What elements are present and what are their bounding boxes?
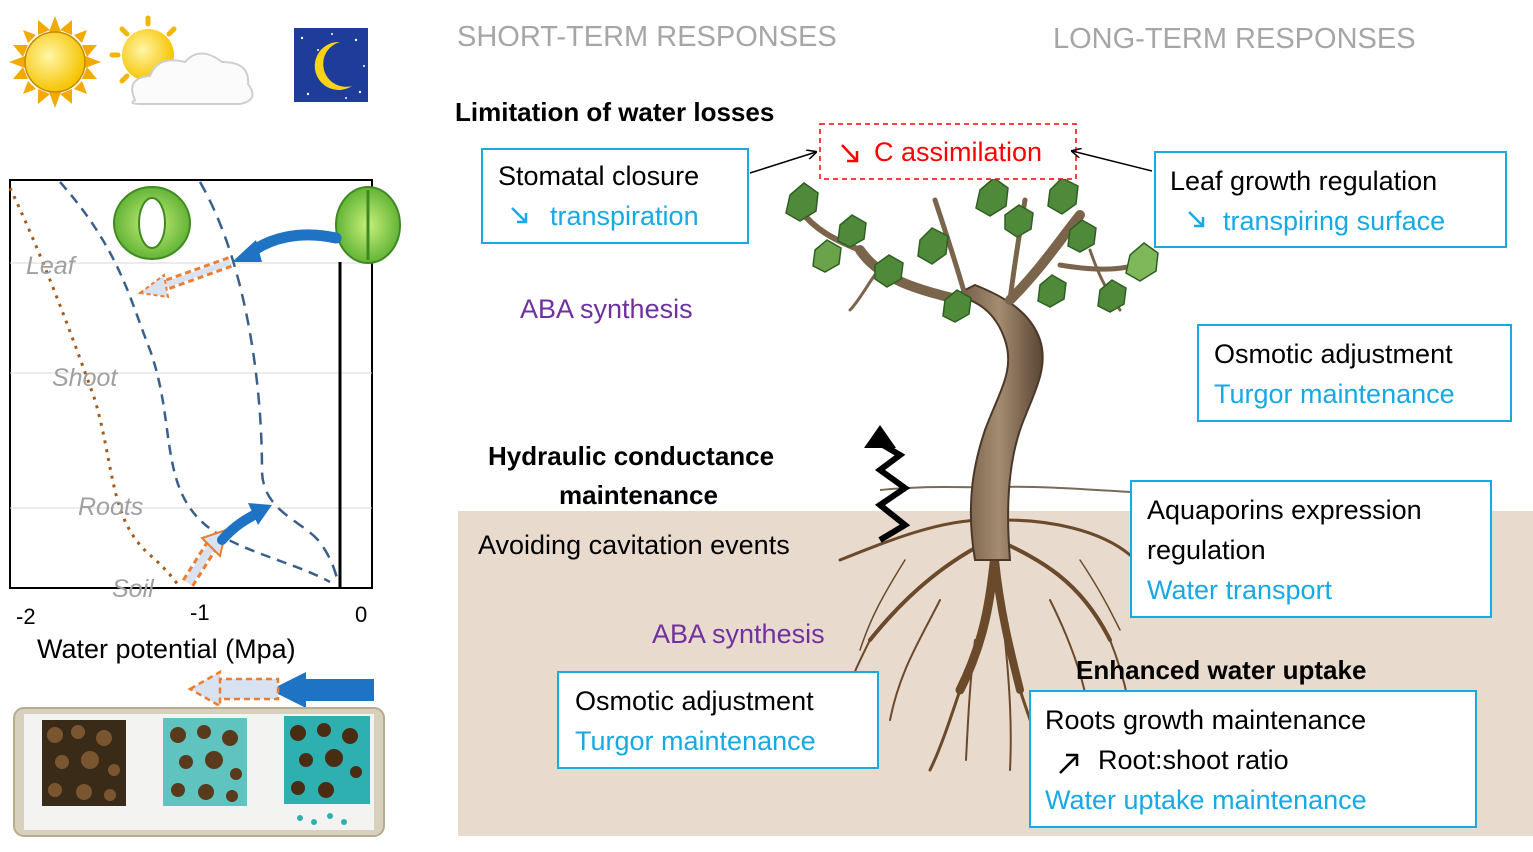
blue-arrow-leaf-head [232, 240, 262, 262]
arrow-leaf-growth-to-c [1072, 151, 1153, 172]
osmotic-adjustment-root-box [557, 671, 879, 769]
blue-arrow-roots-head [248, 503, 272, 525]
level-shoot-label: Shoot [52, 364, 118, 392]
osmotic-adjustment-leaf-label: Osmotic adjustment [1214, 339, 1453, 369]
avoiding-cavitation-label: Avoiding cavitation events [478, 530, 790, 560]
c-assimilation-label: C assimilation [874, 137, 1042, 167]
long-term-header: LONG-TERM RESPONSES [1053, 23, 1416, 55]
osmotic-adjustment-root-label: Osmotic adjustment [575, 686, 814, 716]
turgor-maintenance-root-label: Turgor maintenance [575, 726, 816, 756]
chart-frame [9, 179, 373, 589]
orange-arrow-soil-shaft [214, 677, 280, 701]
enhanced-uptake-title: Enhanced water uptake [1076, 655, 1366, 685]
dashed-curve-mid [59, 181, 331, 584]
decrease-arrow-icon [511, 207, 528, 224]
zigzag-arrow-icon [864, 425, 911, 543]
aba-synthesis-root: ABA synthesis [652, 619, 825, 649]
sun-icon [9, 16, 101, 108]
grapevine-illustration [785, 177, 1159, 772]
dotted-curve-dry [8, 187, 182, 589]
roots-growth-box [1029, 690, 1477, 828]
transpiring-surface-label: transpiring surface [1223, 206, 1445, 236]
orange-arrow-leaf-head [137, 273, 170, 299]
leaf-growth-box [1154, 151, 1507, 248]
soil-samples-icon [13, 707, 385, 837]
water-transport-label: Water transport [1147, 575, 1333, 605]
orange-arrow-leaf-inner [158, 259, 232, 290]
level-roots-label: Roots [78, 493, 143, 521]
stomata-closed-icon [335, 186, 401, 264]
blue-arrow-leaf [244, 229, 342, 259]
aquaporins-label-line2: regulation [1147, 535, 1266, 565]
aba-synthesis-leaf: ABA synthesis [520, 294, 693, 324]
aquaporins-box [1130, 480, 1492, 618]
limitation-title: Limitation of water losses [455, 97, 774, 127]
hydraulic-title-line2: maintenance [559, 480, 718, 510]
water-uptake-maintenance-label: Water uptake maintenance [1045, 785, 1367, 815]
blue-arrow-soil-shaft [300, 679, 374, 701]
orange-arrow-soil-head [187, 669, 222, 709]
sun-cloud-icon [109, 15, 254, 105]
blue-arrow-soil-head [270, 672, 306, 708]
leaf-growth-label: Leaf growth regulation [1170, 166, 1437, 196]
stomatal-closure-label: Stomatal closure [498, 161, 699, 191]
decrease-arrow-red-icon [841, 144, 859, 163]
transpiration-label: transpiration [550, 201, 699, 231]
stomata-open-icon [113, 186, 191, 260]
level-soil-label: Soil [112, 575, 155, 603]
water-potential-chart: Leaf Shoot Roots Soil -2 -1 0 Water pote… [8, 179, 373, 664]
osmotic-adjustment-leaf-box [1197, 324, 1512, 422]
roots-growth-label: Roots growth maintenance [1045, 705, 1366, 735]
x-tick-minus-1: -1 [190, 600, 210, 625]
dashed-curve-wet [198, 181, 340, 583]
x-tick-zero: 0 [355, 602, 367, 627]
x-tick-minus-2: -2 [16, 604, 36, 629]
short-term-header: SHORT-TERM RESPONSES [457, 21, 837, 53]
root-shoot-ratio-label: Root:shoot ratio [1098, 745, 1289, 775]
turgor-maintenance-leaf-label: Turgor maintenance [1214, 379, 1455, 409]
moon-stars-icon [294, 28, 368, 102]
aquaporins-label-line1: Aquaporins expression [1147, 495, 1422, 525]
stomatal-closure-box [481, 148, 749, 244]
decrease-arrow-icon [1188, 211, 1205, 228]
orange-arrow-roots-inner [184, 542, 216, 586]
arrow-stomata-to-c [749, 152, 816, 174]
blue-arrow-roots [217, 508, 263, 545]
level-leaf-label: Leaf [26, 252, 78, 280]
increase-arrow-icon [1059, 753, 1079, 774]
hydraulic-title-line1: Hydraulic conductance [488, 441, 774, 471]
x-axis-label: Water potential (Mpa) [37, 634, 296, 664]
